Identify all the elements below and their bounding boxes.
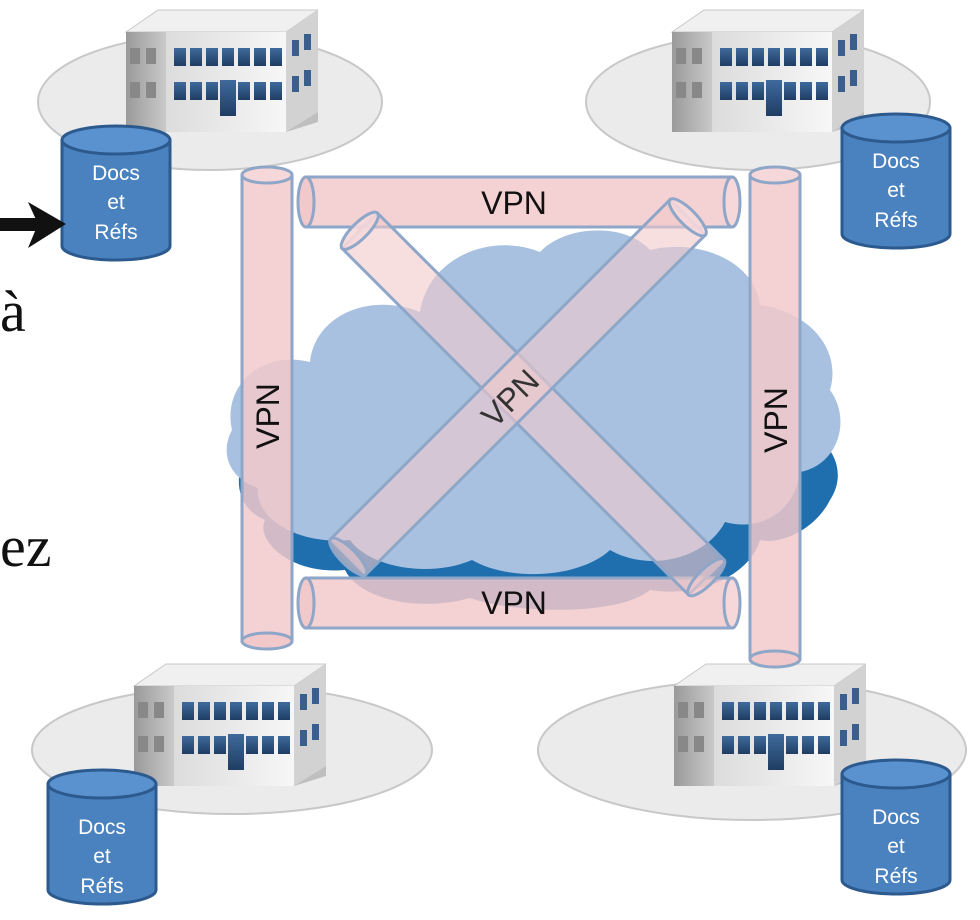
vpn-tube-left	[240, 165, 294, 651]
vpn-label-bottom: VPN	[481, 585, 547, 621]
database-cylinder-icon	[840, 758, 952, 896]
partial-text-a-grave: à	[0, 279, 26, 344]
vpn-label-left: VPN	[250, 383, 286, 449]
vpn-label-top: VPN	[481, 185, 547, 221]
db-label-line2: et	[887, 179, 905, 202]
vpn-tube-right	[748, 165, 802, 669]
database-cylinder-icon	[840, 112, 952, 250]
db-label-line3: Réfs	[80, 875, 123, 898]
db-label-line1: Docs	[872, 806, 920, 829]
arrow-right-icon	[0, 202, 66, 248]
database-cylinder-icon	[60, 124, 172, 262]
db-label-line2: et	[107, 191, 125, 214]
database-cylinder-icon	[46, 768, 158, 906]
partial-text-ez: ez	[0, 514, 52, 579]
db-label-line3: Réfs	[874, 865, 917, 888]
vpn-tube-diagonal-2	[328, 197, 708, 577]
db-label-line2: et	[887, 835, 905, 858]
office-building-icon	[671, 9, 864, 133]
db-label-line3: Réfs	[874, 209, 917, 232]
vpn-label-right: VPN	[758, 387, 794, 453]
db-label-line3: Réfs	[94, 221, 137, 244]
db-label-line1: Docs	[872, 150, 920, 173]
vpn-tube-bottom	[296, 576, 742, 630]
db-label-line1: Docs	[78, 816, 126, 839]
db-label-line1: Docs	[92, 162, 140, 185]
office-building-icon	[125, 9, 318, 133]
db-label-line2: et	[93, 845, 111, 868]
office-building-icon	[133, 663, 326, 787]
office-building-icon	[673, 663, 866, 787]
